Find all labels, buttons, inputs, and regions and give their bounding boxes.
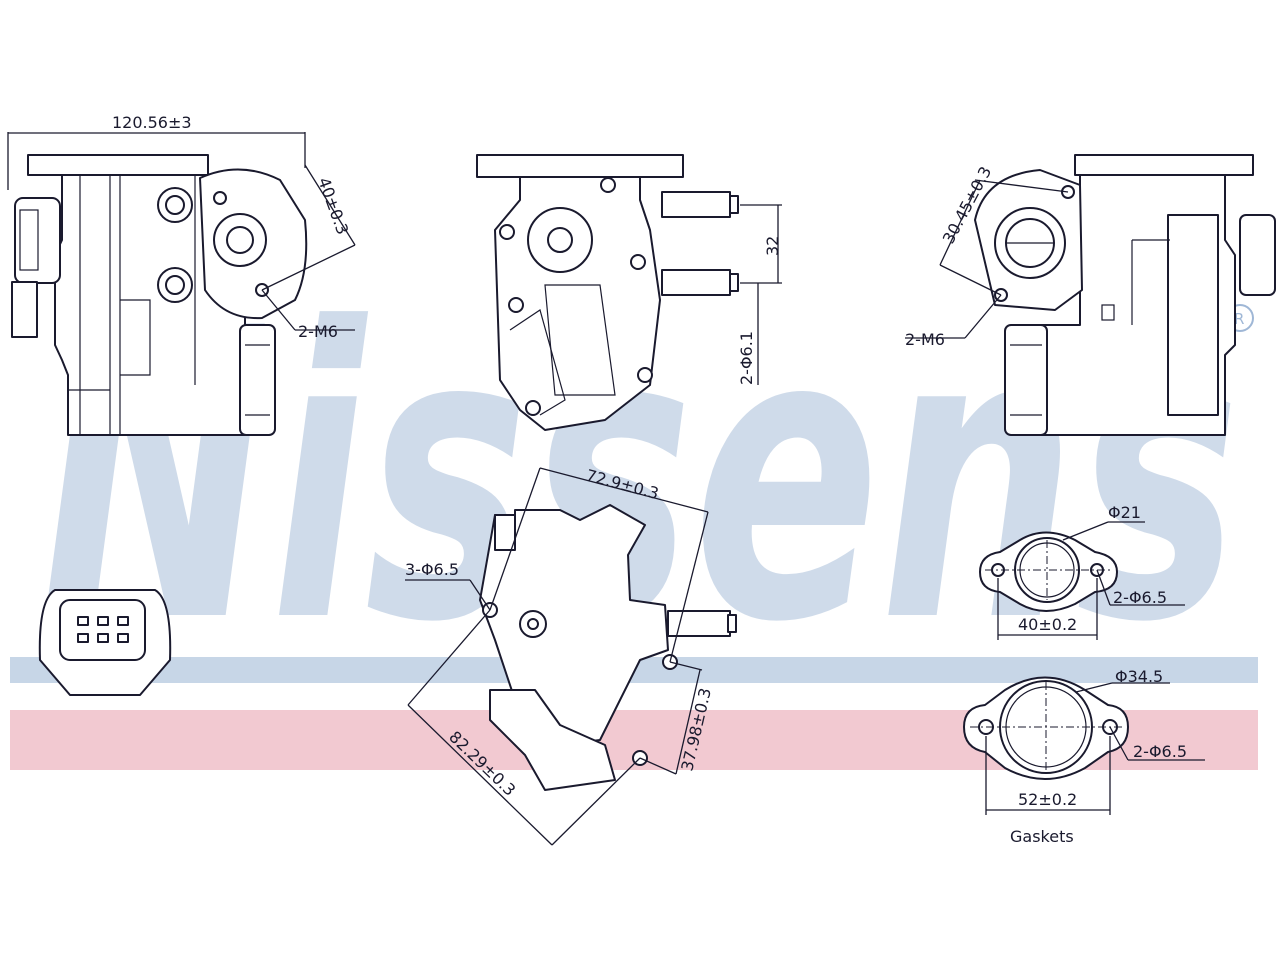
- side-bolt-4: [508, 297, 524, 313]
- gasket-large-bore-label: Φ34.5: [1115, 667, 1163, 686]
- connector-view: [38, 589, 172, 696]
- registered-mark: R: [1234, 310, 1244, 328]
- connector-pin-4: [77, 633, 89, 643]
- bottom-side-dim-line: [675, 669, 701, 775]
- rear-flange-holes-label: 2-M6: [905, 330, 945, 349]
- connector-pin-1: [77, 616, 89, 626]
- gasket-small: Φ21 2-Φ6.5 40±0.2: [979, 503, 1185, 640]
- gasket-large-spacing-dim: 52±0.2: [1018, 790, 1077, 809]
- gasket-small-bore-label: Φ21: [1108, 503, 1141, 522]
- bottom-view: 72.9±0.3 3-Φ6.5 37.98±0.3 82.29±0.3: [405, 466, 737, 846]
- gasket-small-spacing-dim: 40±0.2: [1018, 615, 1077, 634]
- rear-actuator-body: [1167, 214, 1219, 416]
- side-bolt-6: [525, 400, 541, 416]
- side-bolt-2: [499, 224, 515, 240]
- gasket-small-holes-label: 2-Φ6.5: [1113, 588, 1167, 607]
- rear-connector: [1239, 214, 1276, 296]
- side-top-flange: [476, 154, 684, 178]
- front-flange-hole-1: [213, 191, 227, 205]
- bottom-actuator: [489, 689, 616, 791]
- rear-top-flange: [1074, 154, 1254, 176]
- bottom-center-nut: [519, 610, 547, 638]
- connector-pin-2: [97, 616, 109, 626]
- side-view: 32 2-Φ6.1: [476, 154, 782, 431]
- front-port: [213, 213, 267, 267]
- side-upper-port: [527, 207, 593, 273]
- rear-view: 30.45±0.3 2-M6: [905, 154, 1276, 436]
- front-flange-hole-dim: 40±0.3: [314, 175, 352, 237]
- bottom-pipe: [667, 610, 731, 637]
- connector-pin-3: [117, 616, 129, 626]
- side-pipe-upper: [661, 191, 731, 218]
- connector-pin-5: [97, 633, 109, 643]
- gaskets-caption: Gaskets: [1010, 827, 1074, 846]
- front-actuator: [239, 324, 276, 436]
- rear-actuator: [1004, 324, 1048, 436]
- bottom-connector: [494, 514, 516, 551]
- front-bolt-lower: [157, 267, 193, 303]
- connector-pin-6: [117, 633, 129, 643]
- gasket-small-bore: [1014, 537, 1080, 603]
- front-flange-holes-label: 2-M6: [298, 322, 338, 341]
- front-top-flange: [27, 154, 209, 176]
- side-bolt-1: [600, 177, 616, 193]
- front-width-dim: 120.56±3: [112, 113, 192, 132]
- connector-face: [59, 599, 146, 661]
- gasket-large-holes-label: 2-Φ6.5: [1133, 742, 1187, 761]
- side-bolt-5: [637, 367, 653, 383]
- front-bolt-upper: [157, 187, 193, 223]
- front-connector-tab: [11, 281, 38, 338]
- side-bolt-3: [630, 254, 646, 270]
- bottom-diag-dim-line: [407, 704, 553, 846]
- bottom-holes-label: 3-Φ6.5: [405, 560, 459, 579]
- front-view: 120.56±3 40±0.3 2-M6: [7, 113, 356, 436]
- side-pipe-spacing-dim: 32: [763, 236, 782, 256]
- gasket-large: Φ34.5 2-Φ6.5 52±0.2 Gaskets: [963, 667, 1205, 846]
- side-pipe-holes-label: 2-Φ6.1: [737, 331, 756, 385]
- bottom-top-dim-line: [539, 467, 709, 513]
- side-pipe-lower: [661, 269, 731, 296]
